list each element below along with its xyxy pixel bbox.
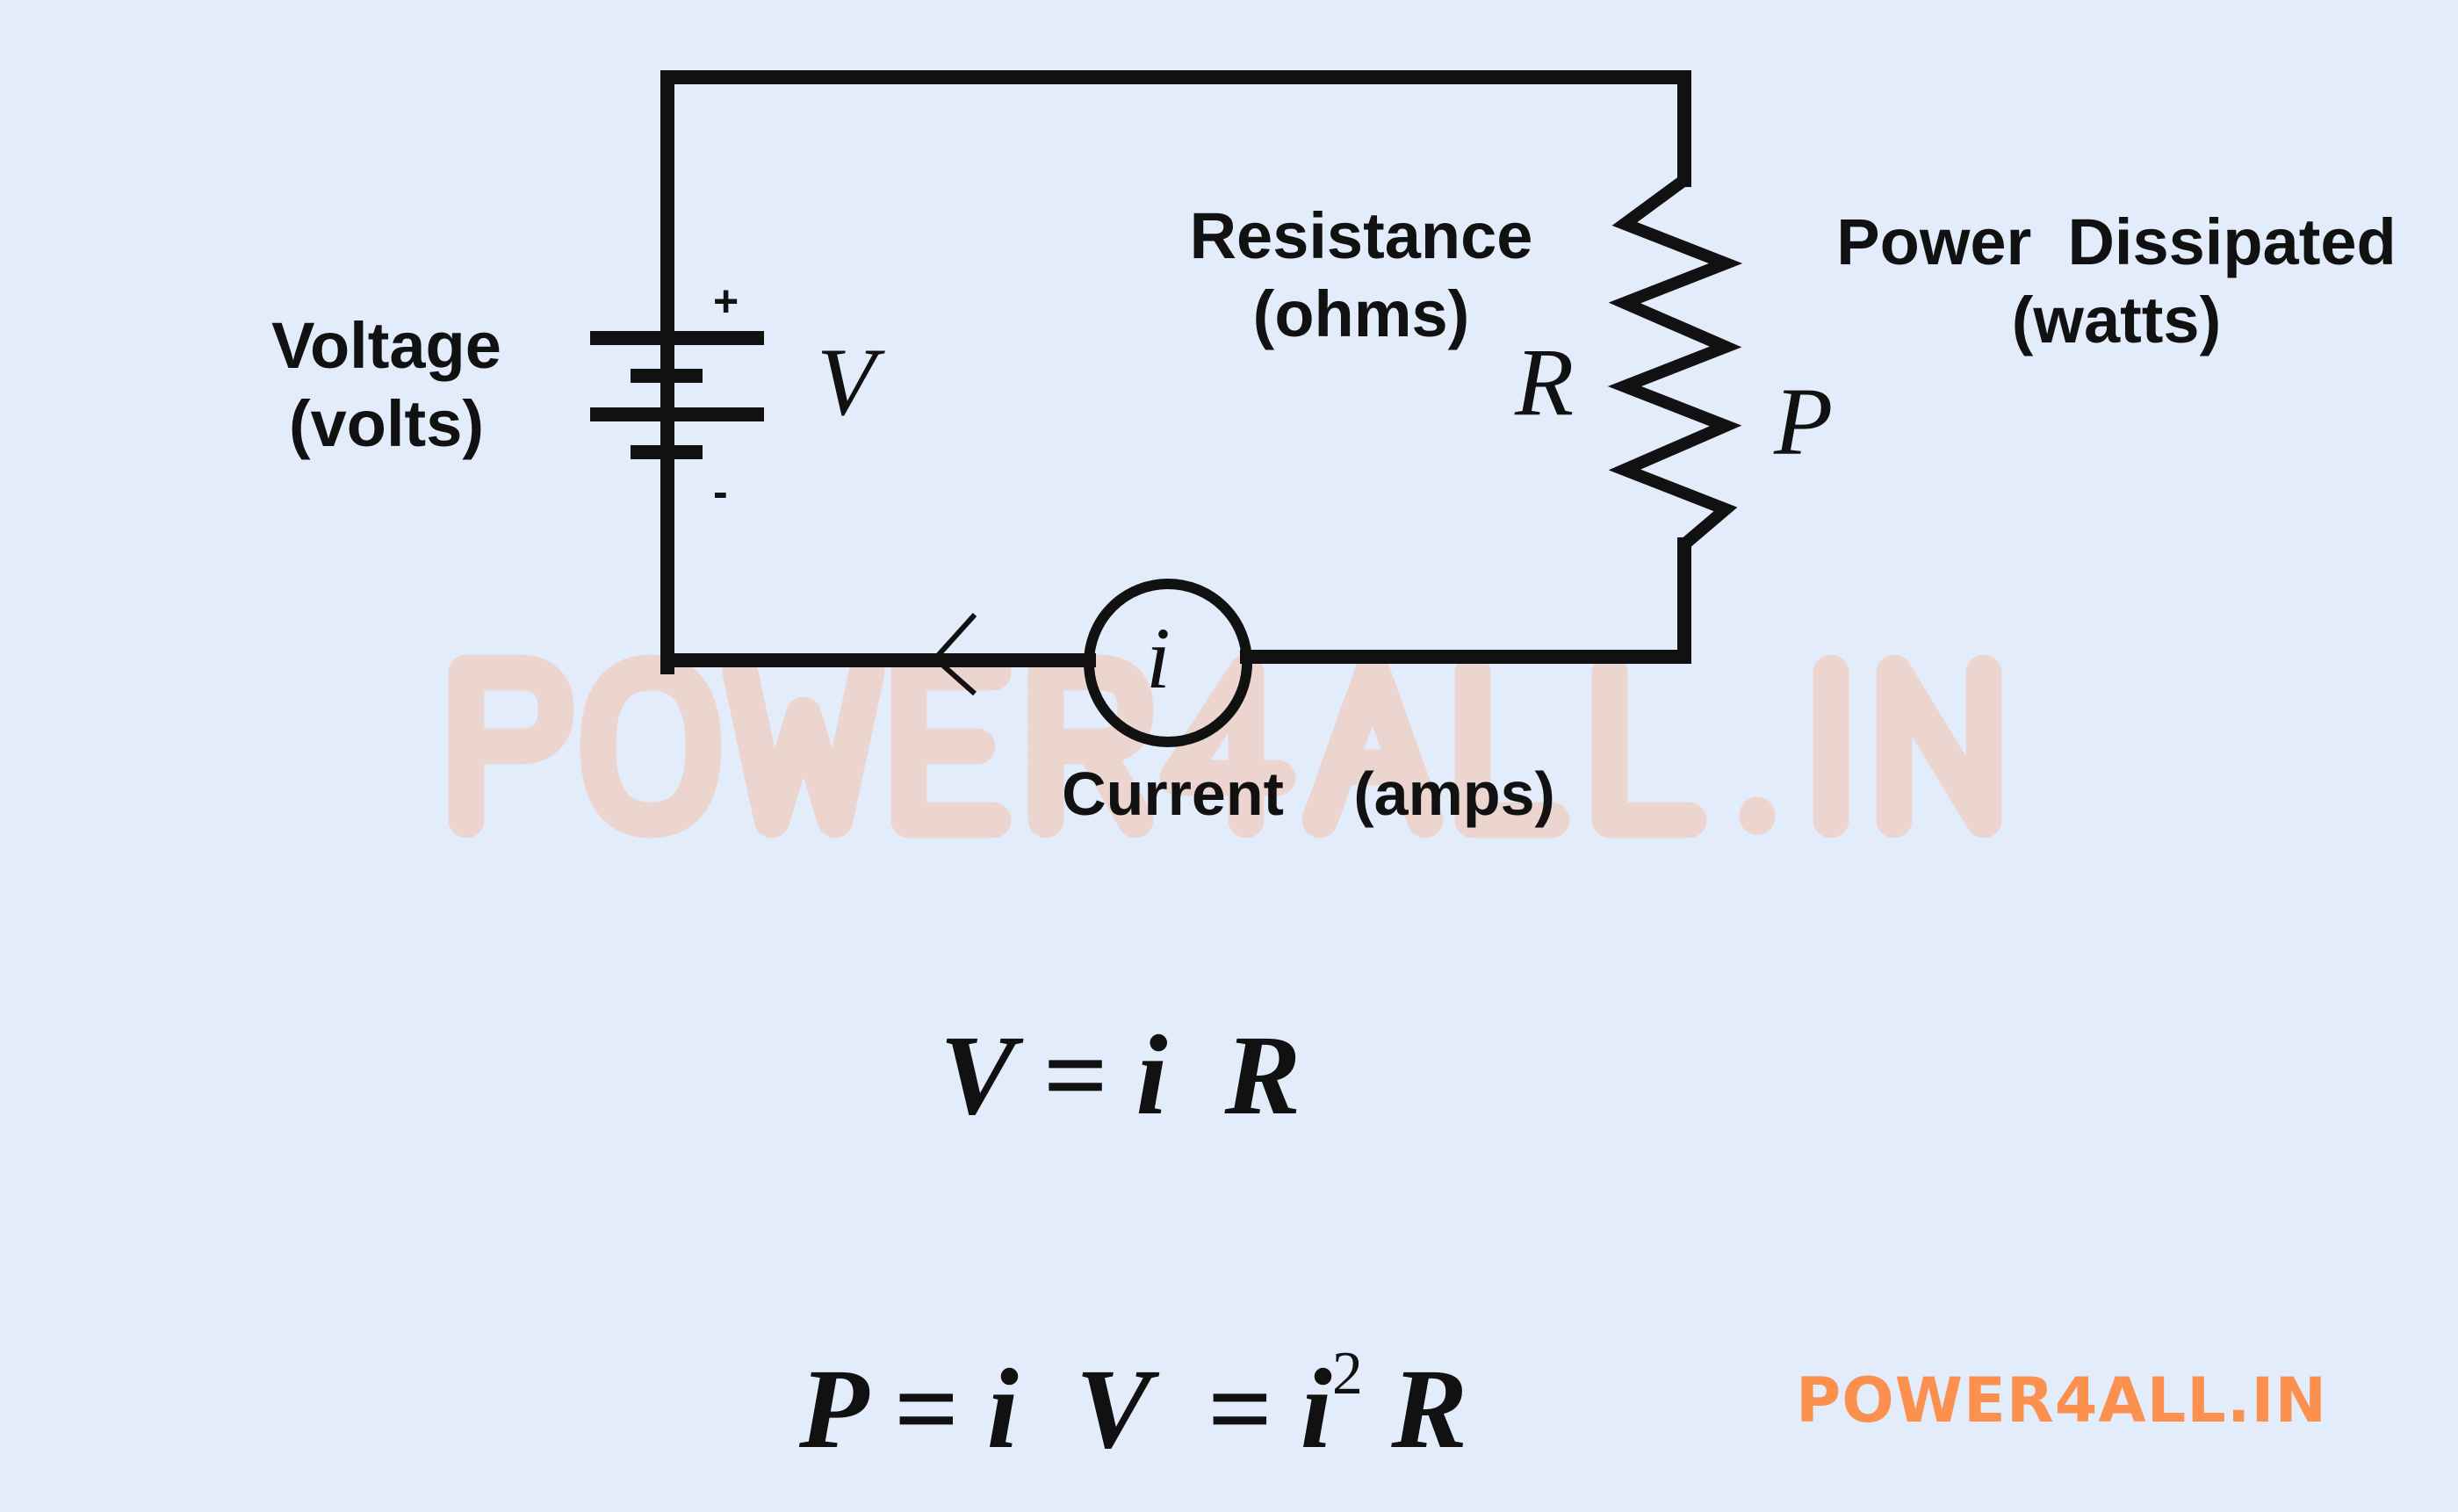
- resistance-unit-text: (ohms): [1252, 277, 1470, 350]
- battery-symbol: [590, 331, 764, 459]
- minus-sign: -: [713, 467, 728, 516]
- watermark-glyph: [1876, 654, 2002, 839]
- watermark-glyph: [722, 654, 885, 839]
- watermark-glyph: [1027, 654, 1154, 839]
- power-label: Power Dissipated (watts): [1809, 204, 2424, 360]
- power-equation-exponent: 2: [1331, 1340, 1363, 1408]
- current-symbol: i: [1146, 609, 1171, 707]
- resistor-zigzag: [1607, 175, 1743, 550]
- resistance-label: Resistance (ohms): [1142, 198, 1581, 354]
- resistance-symbol: R: [1515, 328, 1575, 436]
- voltage-unit-text: (volts): [289, 386, 484, 460]
- ammeter-circle: [1084, 579, 1252, 747]
- voltage-symbol: V: [817, 328, 876, 436]
- power-equation: P = i V = i2 R: [742, 1238, 1467, 1467]
- power-symbol: P: [1774, 368, 1834, 475]
- current-label-text: Current: [1062, 760, 1284, 828]
- resistance-label-text: Resistance: [1189, 199, 1533, 272]
- watermark-glyph: [1591, 654, 1707, 839]
- power-label-text: Power Dissipated: [1836, 205, 2397, 278]
- current-unit-text: (amps): [1353, 760, 1555, 828]
- watermark-lettering: [448, 654, 2002, 839]
- power-unit-text: (watts): [2011, 283, 2222, 356]
- plus-sign: +: [713, 277, 739, 326]
- site-logo: POWER4ALL.IN: [1796, 1364, 2328, 1436]
- watermark-glyph: [580, 654, 722, 839]
- watermark-glyph: [1301, 654, 1444, 839]
- power-equation-rhs: R: [1362, 1346, 1468, 1472]
- voltage-label-text: Voltage: [271, 309, 501, 382]
- current-direction-arrow: [931, 612, 977, 696]
- ohms-law-equation: V = i R: [940, 1012, 1301, 1139]
- voltage-label: Voltage (volts): [220, 307, 553, 464]
- watermark-glyph: [1454, 654, 1570, 839]
- current-label: Current (amps): [1036, 757, 1581, 831]
- power-equation-lhs: P = i V = i: [799, 1346, 1332, 1472]
- watermark-glyph: [448, 654, 574, 839]
